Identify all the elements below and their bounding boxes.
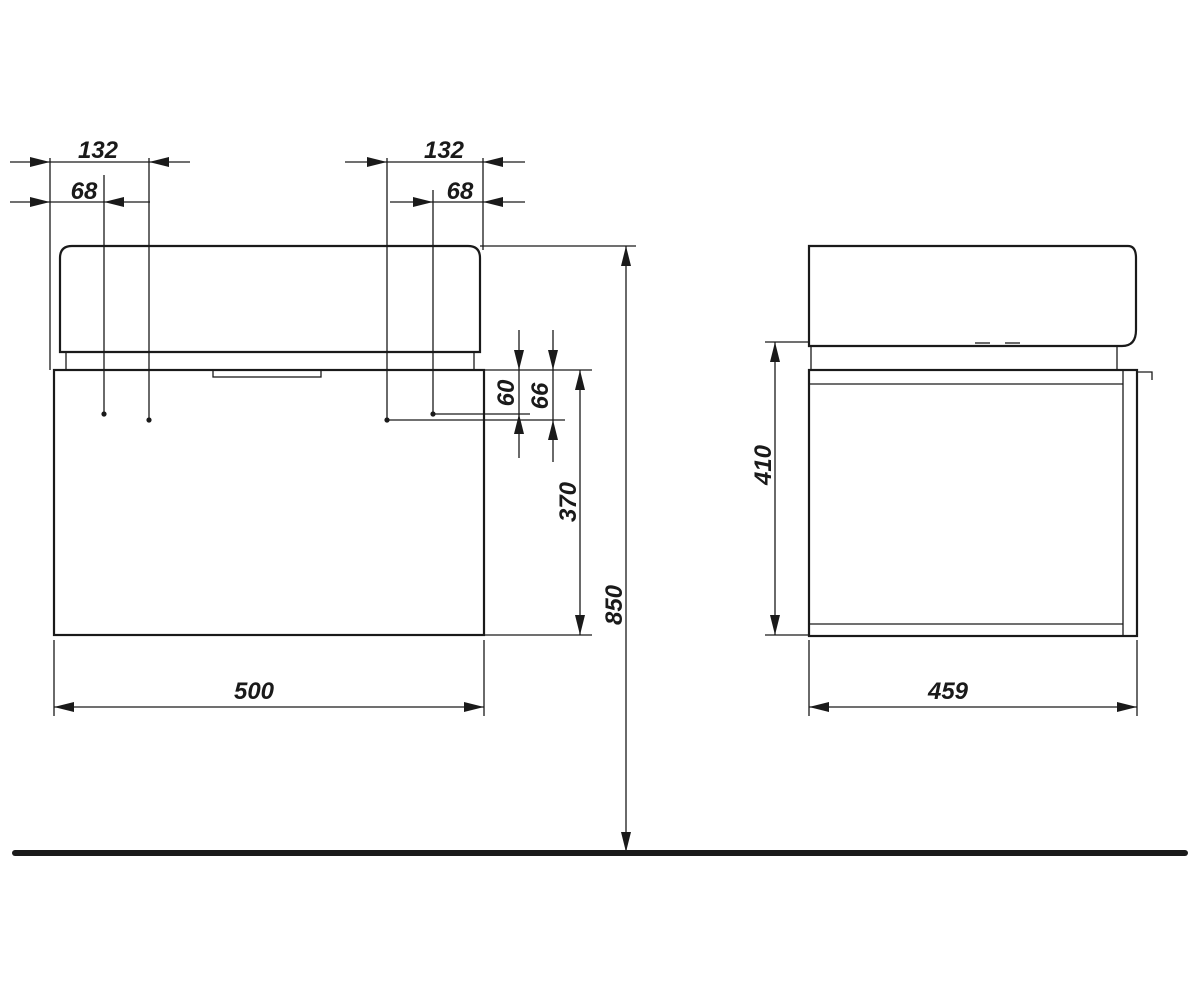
dim-label: 132 [78, 137, 119, 164]
dim-hole-spacing-right: 132 [345, 137, 525, 250]
basin-cabinet-gap [65, 351, 475, 371]
dim-hole-offset-left: 68 [10, 178, 150, 207]
dim-label: 500 [234, 678, 275, 705]
dim-label: 132 [424, 137, 465, 164]
dim-label: 68 [447, 178, 474, 205]
wall-bracket [1137, 371, 1153, 380]
dim-cabinet-width: 500 [53, 640, 485, 716]
basin-front [58, 244, 482, 354]
side-view [807, 244, 1153, 638]
dim-hole-height-b: 66 [527, 330, 558, 462]
dim-cabinet-height-side: 410 [750, 341, 809, 636]
basin-side [807, 244, 1138, 348]
dim-label: 370 [555, 481, 582, 522]
dim-hole-spacing-left: 132 [10, 137, 190, 370]
dim-label: 68 [71, 178, 98, 205]
dim-hole-offset-right: 68 [390, 178, 525, 207]
front-view [52, 158, 565, 637]
dim-total-height: 850 [480, 245, 636, 852]
dim-cabinet-depth: 459 [808, 640, 1138, 716]
drawer-handle [212, 369, 322, 378]
dim-label: 850 [601, 584, 628, 625]
dim-label: 60 [493, 379, 520, 406]
dim-cabinet-height-front: 370 [484, 369, 592, 636]
dim-hole-height-a: 60 [493, 330, 524, 458]
dim-label: 410 [750, 444, 777, 486]
cabinet-side [807, 368, 1139, 638]
dim-label: 66 [527, 382, 554, 409]
basin-cabinet-gap [810, 345, 1118, 371]
cabinet-front [52, 368, 486, 637]
dim-label: 459 [927, 678, 969, 705]
